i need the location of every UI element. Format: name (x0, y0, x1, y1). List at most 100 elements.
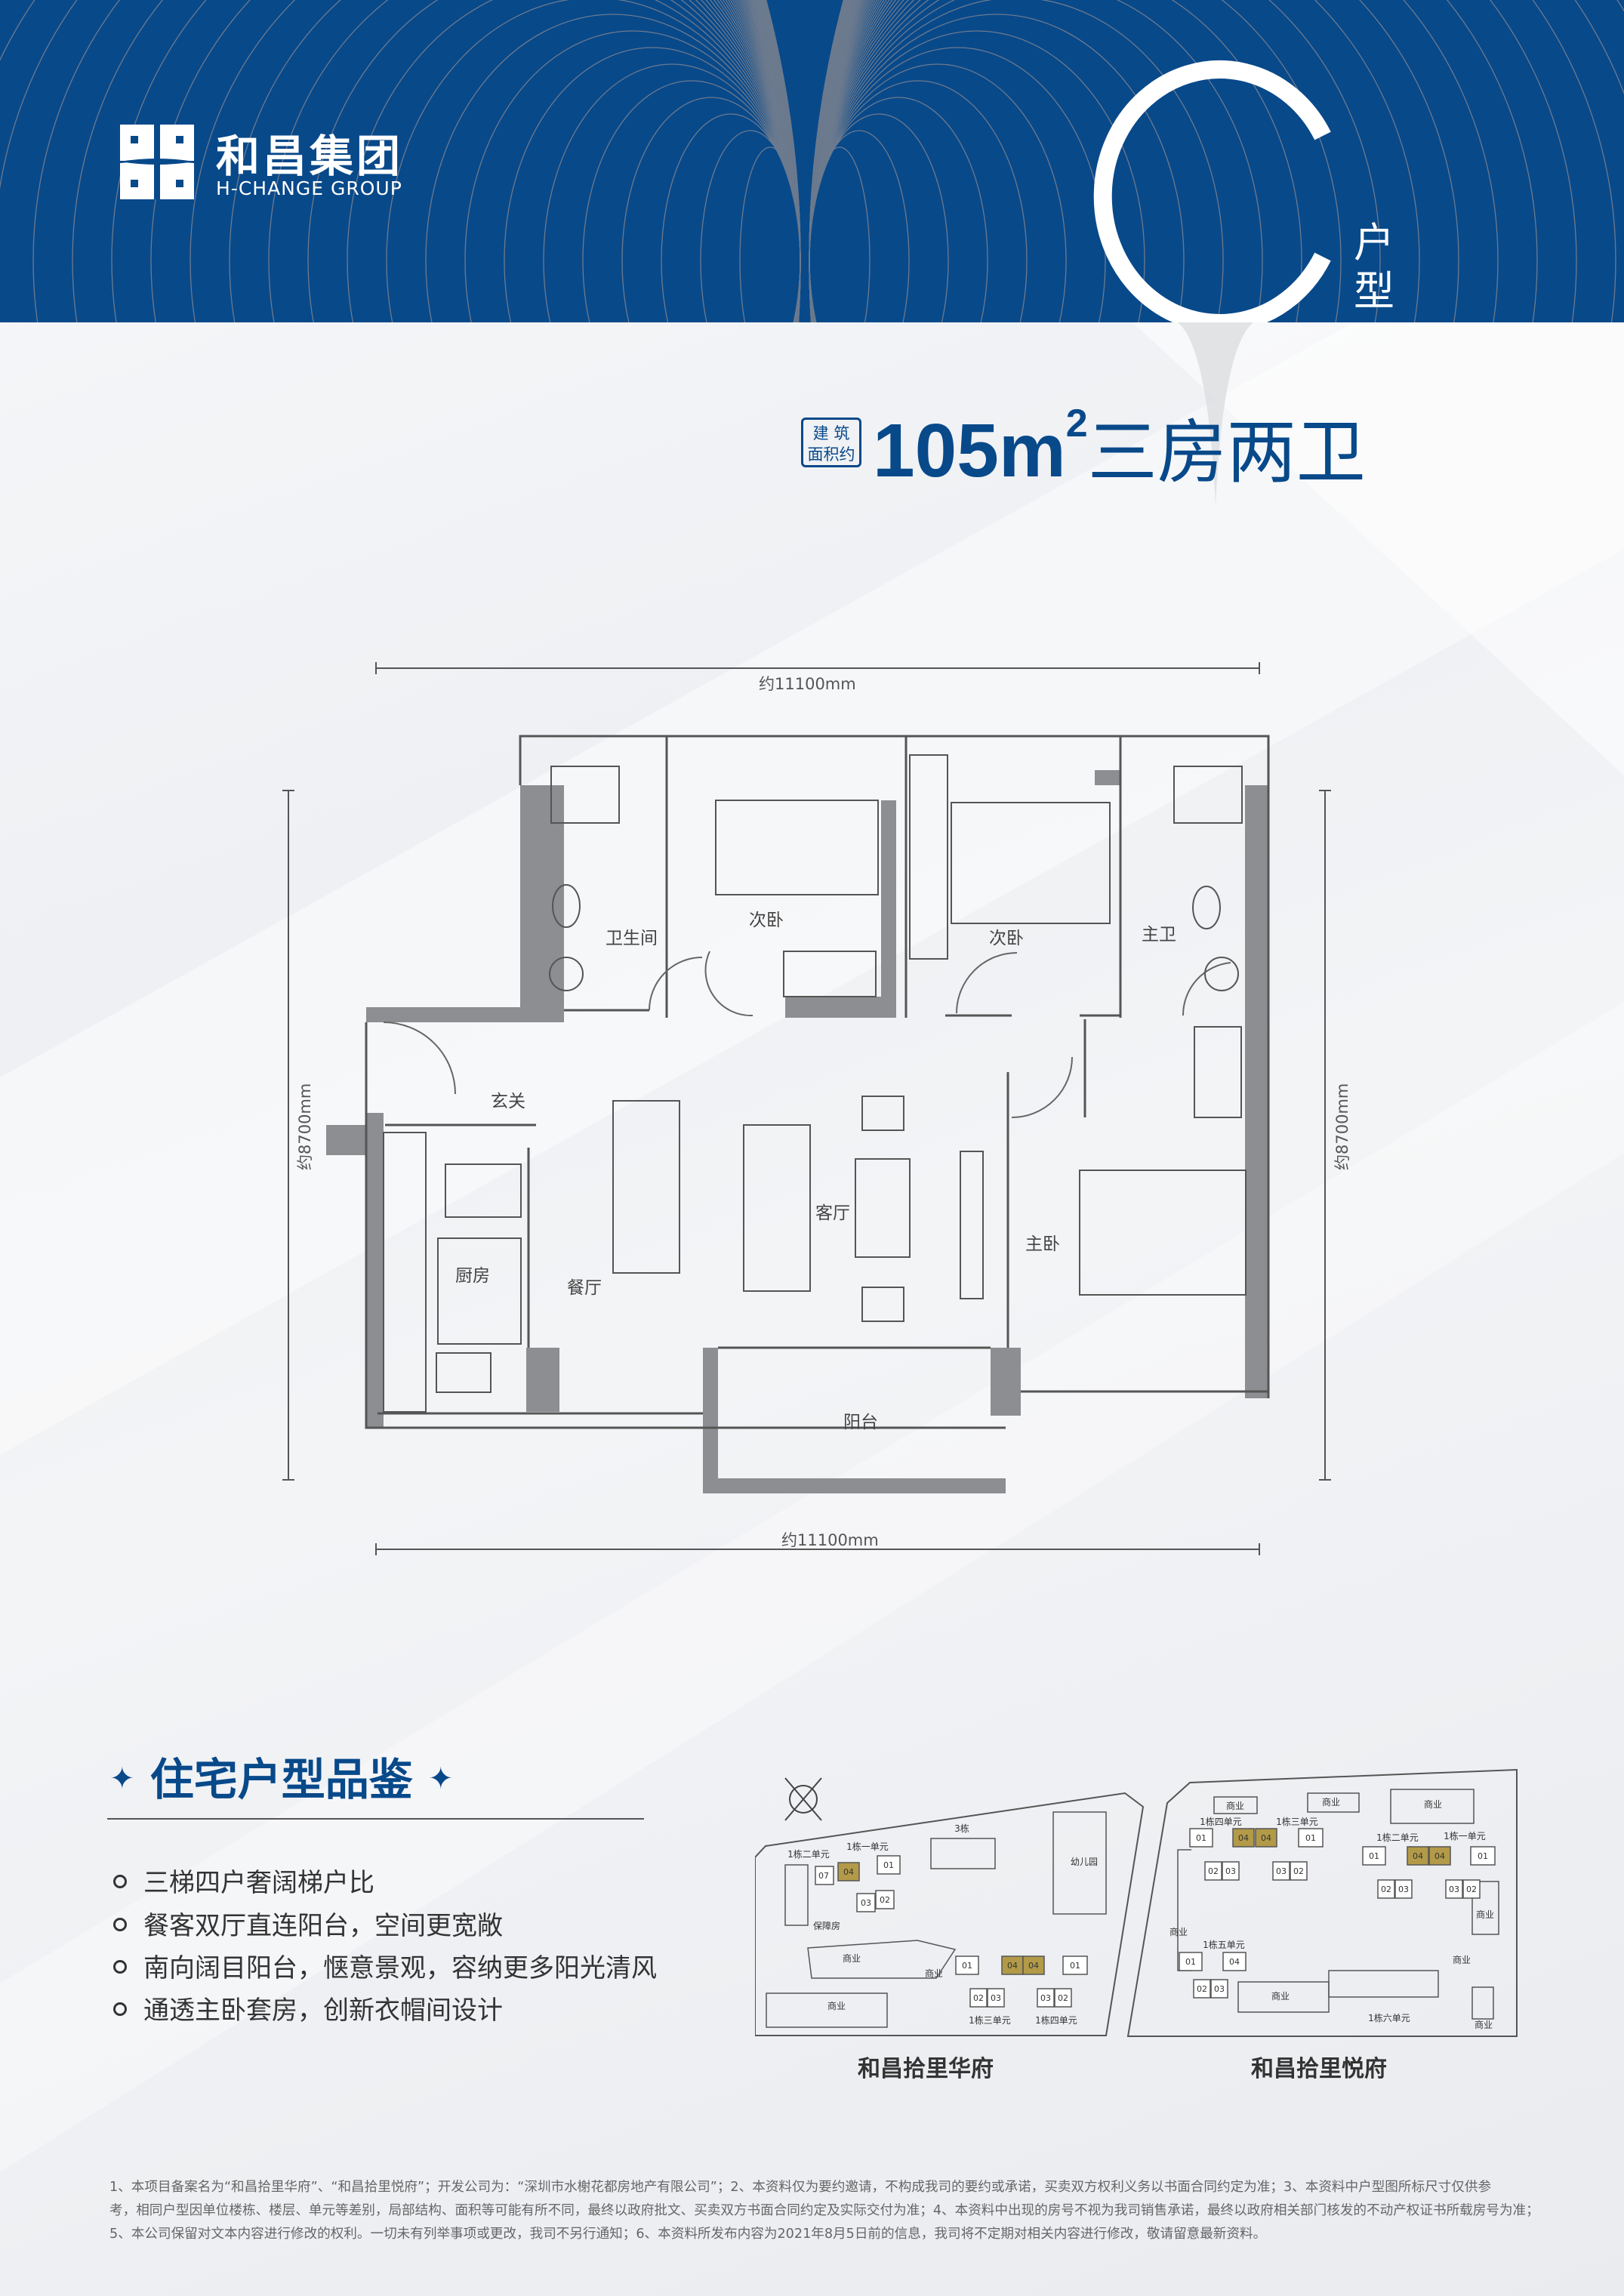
room-label-living: 客厅 (815, 1203, 850, 1223)
brand-name-cn: 和昌集团 (216, 131, 404, 182)
layout-type: 三房两卫 (1087, 412, 1366, 493)
floor-plan: 次卧 卫生间 次卧 主卫 玄关 客厅 厨房 餐厅 主卧 阳台 (282, 662, 1331, 1555)
star-icon: ✦ (427, 1761, 454, 1796)
unit-number: 04 (1434, 1851, 1445, 1861)
feature-text: 餐客双厅直连阳台，空间更宽敞 (143, 1911, 503, 1941)
footnote-line: 1、本项目备案名为“和昌拾里华府”、“和昌拾里悦府”；开发公司为：“深圳市水榭花… (109, 2180, 1492, 2195)
site-label: 1栋五单元 (1203, 1939, 1245, 1950)
unit-number: 02 (1058, 1993, 1068, 2003)
unit-number: 03 (991, 1993, 1001, 2003)
unit-number: 02 (1208, 1866, 1219, 1876)
unit-number: 02 (1197, 1984, 1207, 1994)
unit-number: 04 (1028, 1961, 1039, 1971)
type-label-char: 型 (1354, 267, 1394, 315)
room-label-kitchen: 厨房 (455, 1266, 490, 1286)
site-plans: 1栋二单元 1栋一单元 3栋 幼儿园 保障房 商业 商业 商业 1栋三单元 1栋… (755, 1768, 1518, 2082)
unit-number: 02 (1466, 1885, 1477, 1894)
bullet-icon (113, 1874, 127, 1888)
unit-number: 03 (1214, 1984, 1225, 1994)
site-label: 商业 (827, 2000, 846, 2011)
feature-item: 通透主卧套房，创新衣帽间设计 (113, 1989, 503, 2026)
page-title: 105m2三房两卫 (873, 396, 1366, 497)
room-labels: 次卧 卫生间 次卧 主卫 玄关 客厅 厨房 餐厅 主卧 阳台 (455, 911, 1176, 1432)
c-drip-decoration (1178, 322, 1253, 506)
site-label: 商业 (925, 1968, 943, 1979)
room-label-bathroom: 卫生间 (606, 929, 658, 948)
unit-number: 01 (1478, 1851, 1488, 1861)
unit-number: 01 (883, 1860, 894, 1870)
room-label-entrance: 玄关 (491, 1092, 525, 1111)
site-name-yuefu: 和昌拾里悦府 (1251, 2056, 1387, 2082)
badge-line: 建 筑 (812, 424, 850, 442)
wave-pattern (0, 0, 1624, 322)
header-banner: 和昌集团 H-CHANGE GROUP C 户 型 (0, 0, 1624, 322)
site-label: 1栋一单元 (846, 1841, 889, 1852)
feature-text: 南向阔目阳台，惬意景观，容纳更多阳光清风 (143, 1953, 657, 1983)
site-label: 商业 (1424, 1798, 1442, 1810)
unit-number: 02 (1381, 1885, 1391, 1894)
site-label: 商业 (1226, 1800, 1244, 1811)
unit-type-label: 户 型 (1351, 219, 1397, 316)
room-label-bedroom: 次卧 (749, 911, 784, 930)
star-icon: ✦ (109, 1761, 135, 1796)
walls (326, 735, 1270, 1493)
bullet-icon (113, 1917, 127, 1931)
room-label-bedroom: 次卧 (989, 929, 1024, 948)
site-label: 1栋二单元 (1376, 1832, 1419, 1843)
footnote-line: 考，相同户型因单位楼栋、楼层、单元等差别，局部结构、面积等可能有所不同，最终以政… (109, 2203, 1539, 2218)
brand-logo-icon (120, 60, 1331, 322)
feature-text: 通透主卧套房，创新衣帽间设计 (143, 1996, 503, 2026)
unit-number: 02 (973, 1993, 984, 2003)
dimension-bottom: 约11100mm (781, 1531, 879, 1549)
unit-number: 01 (1185, 1957, 1196, 1967)
wave-line (765, 0, 801, 322)
bullet-icon (113, 1959, 127, 1974)
unit-number: 07 (818, 1871, 829, 1881)
site-plan-yuefu: 商业 商业 商业 1栋四单元 1栋三单元 1栋二单元 1栋一单元 商业 商业 1… (1126, 1768, 1518, 2082)
site-label: 幼儿园 (1071, 1857, 1098, 1867)
room-label-dining: 餐厅 (567, 1278, 602, 1298)
site-label: 1栋一单元 (1444, 1830, 1486, 1841)
site-label: 商业 (1322, 1796, 1340, 1808)
footnote-line: 5、本公司保留对文本内容进行修改的权利。一切未有列举事项或更改，我司不另行通知；… (109, 2227, 1267, 2242)
dimension-top: 约11100mm (759, 675, 856, 693)
site-label: 1栋四单元 (1035, 2014, 1077, 2026)
unit-number: 03 (1398, 1885, 1409, 1894)
site-label: 商业 (843, 1952, 861, 1964)
site-label: 商业 (1271, 1990, 1290, 2002)
area-badge: 建 筑 面积约 (801, 418, 861, 467)
site-label: 商业 (1453, 1954, 1471, 1965)
unit-number: 04 (1261, 1833, 1271, 1843)
furniture (383, 754, 1247, 1413)
unit-number: 01 (1196, 1833, 1206, 1843)
unit-number: 03 (861, 1898, 871, 1908)
site-label: 保障房 (813, 1920, 840, 1931)
site-label: 商业 (1475, 2019, 1493, 2030)
dimension-right: 约8700mm (1333, 1083, 1351, 1170)
site-label: 1栋二单元 (787, 1848, 830, 1860)
unit-number: 03 (1449, 1885, 1459, 1894)
site-label: 1栋三单元 (1276, 1816, 1318, 1827)
unit-number: 04 (1413, 1851, 1423, 1861)
site-label: 3栋 (954, 1823, 969, 1834)
unit-number: 03 (1276, 1866, 1287, 1876)
feature-text: 三梯四户奢阔梯户比 (143, 1868, 374, 1898)
room-label-balcony: 阳台 (843, 1413, 878, 1432)
site-name-huafu: 和昌拾里华府 (858, 2056, 994, 2082)
unit-number: 02 (1293, 1866, 1304, 1876)
feature-item: 餐客双厅直连阳台，空间更宽敞 (113, 1905, 503, 1942)
room-label-master-bath: 主卫 (1142, 925, 1176, 945)
unit-number: 01 (1070, 1961, 1080, 1971)
compass-icon (784, 1777, 822, 1821)
area-unit-sup: 2 (1065, 402, 1088, 445)
divider (107, 1818, 644, 1820)
unit-number: 01 (962, 1961, 972, 1971)
unit-number: 03 (1225, 1866, 1236, 1876)
type-label-char: 户 (1354, 219, 1394, 267)
site-plan-huafu: 1栋二单元 1栋一单元 3栋 幼儿园 保障房 商业 商业 商业 1栋三单元 1栋… (755, 1777, 1145, 2082)
wave-line (809, 0, 845, 322)
dimension-lines (282, 662, 1331, 1555)
brand-name-en: H-CHANGE GROUP (216, 177, 402, 199)
feature-item: 三梯四户奢阔梯户比 (113, 1862, 374, 1899)
doors (383, 951, 1231, 1118)
